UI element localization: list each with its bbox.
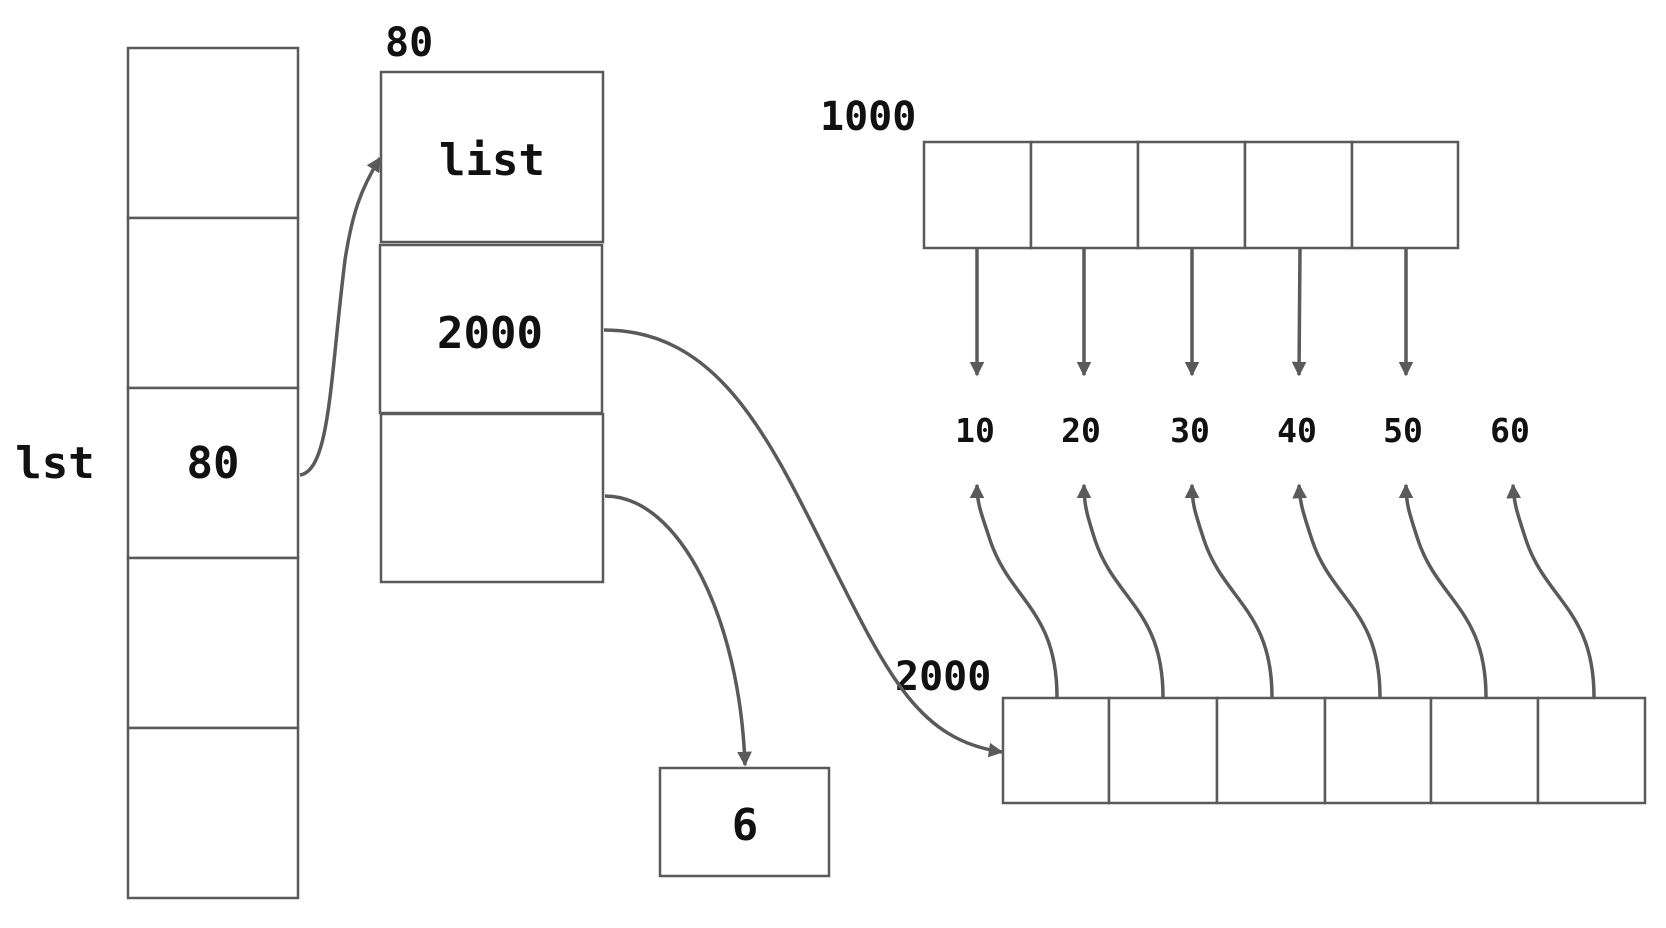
- int-array-cell: [1243, 140, 1354, 250]
- variable-name-label: lst: [15, 438, 94, 489]
- int-values: 10 20 30 40 50 60: [955, 411, 1530, 450]
- stack-cell: [126, 556, 300, 730]
- reference-arrows: [299, 156, 1596, 767]
- int-array: [922, 140, 1460, 250]
- list-object-address: 80: [385, 20, 433, 66]
- stack-cell: [126, 46, 300, 220]
- pointer-element-arrow: [1292, 483, 1382, 698]
- array-element-arrow: [1291, 247, 1307, 377]
- items-pointer-arrow: [603, 328, 1004, 758]
- pointer-element-arrow: [1184, 483, 1274, 698]
- lst-to-list-arrow: [299, 156, 382, 477]
- size-object-box: [658, 766, 831, 878]
- pointer-array-cell: [1536, 696, 1647, 805]
- int-array-cell: [1029, 140, 1140, 250]
- stack-cell: [126, 726, 300, 900]
- stack-cell-lst: [126, 386, 300, 560]
- int-array-cell: [1350, 140, 1460, 250]
- list-type-label: list: [439, 135, 545, 186]
- size-pointer-arrow: [604, 494, 752, 767]
- pointer-array-cell: [1215, 696, 1327, 805]
- int-value: 50: [1383, 411, 1423, 450]
- pointer-array-address: 2000: [895, 654, 991, 700]
- int-value: 30: [1170, 411, 1210, 450]
- list-object: [378, 70, 605, 584]
- pointer-element-arrow: [969, 483, 1059, 698]
- stack-pointer-value: 80: [187, 438, 240, 489]
- pointer-array-cell: [1323, 696, 1433, 805]
- list-items-pointer: 2000: [437, 308, 543, 359]
- pointer-array-cell: [1107, 696, 1219, 805]
- list-size-cell: [379, 412, 605, 584]
- int-value: 20: [1061, 411, 1101, 450]
- pointer-array: [1001, 696, 1647, 805]
- list-type-cell: [379, 70, 605, 244]
- int-array-cell: [1136, 140, 1247, 250]
- int-value: 60: [1490, 411, 1530, 450]
- pointer-element-arrow: [1398, 483, 1488, 698]
- int-array-address: 1000: [820, 94, 916, 140]
- int-value: 40: [1277, 411, 1317, 450]
- int-array-cell: [922, 140, 1033, 250]
- pointer-element-arrow: [1506, 483, 1596, 698]
- stack-frame: [126, 46, 300, 900]
- pointer-element-arrow: [1076, 483, 1165, 698]
- pointer-array-cell: [1001, 696, 1111, 805]
- size-value: 6: [732, 800, 759, 851]
- stack-cell: [126, 216, 300, 390]
- int-value: 10: [955, 411, 995, 450]
- pointer-array-cell: [1429, 696, 1540, 805]
